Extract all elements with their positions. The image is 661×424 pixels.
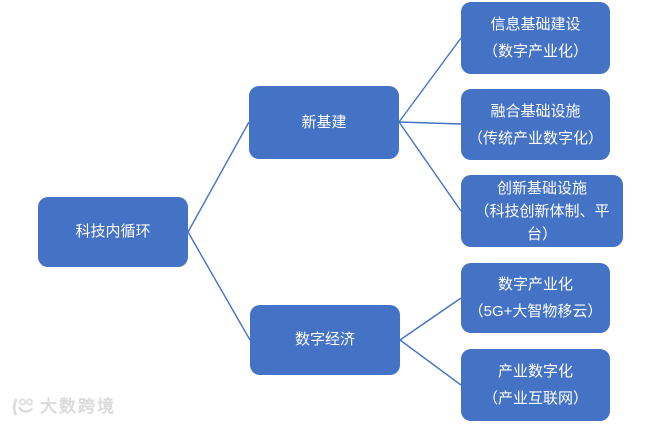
watermark-text: 大数跨境 (40, 397, 116, 416)
node-branch-label: 新基建 (301, 113, 347, 131)
leaf-title: 产业数字化 (497, 363, 573, 380)
node-root: 科技内循环 (38, 197, 188, 267)
node-branch-shuzijingji: 数字经济 (250, 305, 400, 375)
node-leaf-shuzi-chanyehua: 数字产业化 （5G+大智物移云） (461, 263, 610, 333)
node-root-label: 科技内循环 (75, 223, 151, 240)
watermark: 大数跨境 (10, 396, 116, 418)
leaf-title: 创新基础设施 (496, 179, 587, 197)
connector-root-branch1 (187, 121, 250, 233)
node-leaf-chuangxin-jichu: 创新基础设施 （科技创新体制、平台） (461, 175, 623, 247)
node-leaf-xinxi-jichu: 信息基础建设 （数字产业化） (461, 2, 610, 74)
leaf-title: 信息基础建设 (490, 16, 581, 33)
connector-branch2-leaf5 (399, 339, 462, 386)
connector-branch1-leaf3 (398, 121, 462, 212)
leaf-subtitle: （科技创新体制、平台） (474, 202, 610, 243)
connector-branch2-leaf4 (399, 297, 462, 341)
leaf-title: 数字产业化 (497, 276, 573, 293)
node-leaf-chanye-shuzihua: 产业数字化 （产业互联网） (461, 349, 610, 421)
connector-branch1-leaf1 (398, 37, 462, 123)
watermark-logo-icon (12, 398, 33, 416)
leaf-subtitle: （产业互联网） (482, 390, 588, 407)
connector-root-branch2 (187, 231, 251, 341)
node-branch-label: 数字经济 (294, 331, 355, 348)
leaf-subtitle: （数字产业化） (482, 43, 588, 60)
leaf-title: 融合基础设施 (490, 102, 581, 120)
node-leaf-ronghe-jichu: 融合基础设施 （传统产业数字化） (461, 89, 610, 160)
leaf-subtitle: （传统产业数字化） (467, 129, 603, 147)
node-branch-xinjijian: 新基建 (249, 86, 399, 159)
leaf-subtitle: （5G+大智物移云） (468, 303, 603, 320)
connector-branch1-leaf2 (398, 121, 462, 125)
